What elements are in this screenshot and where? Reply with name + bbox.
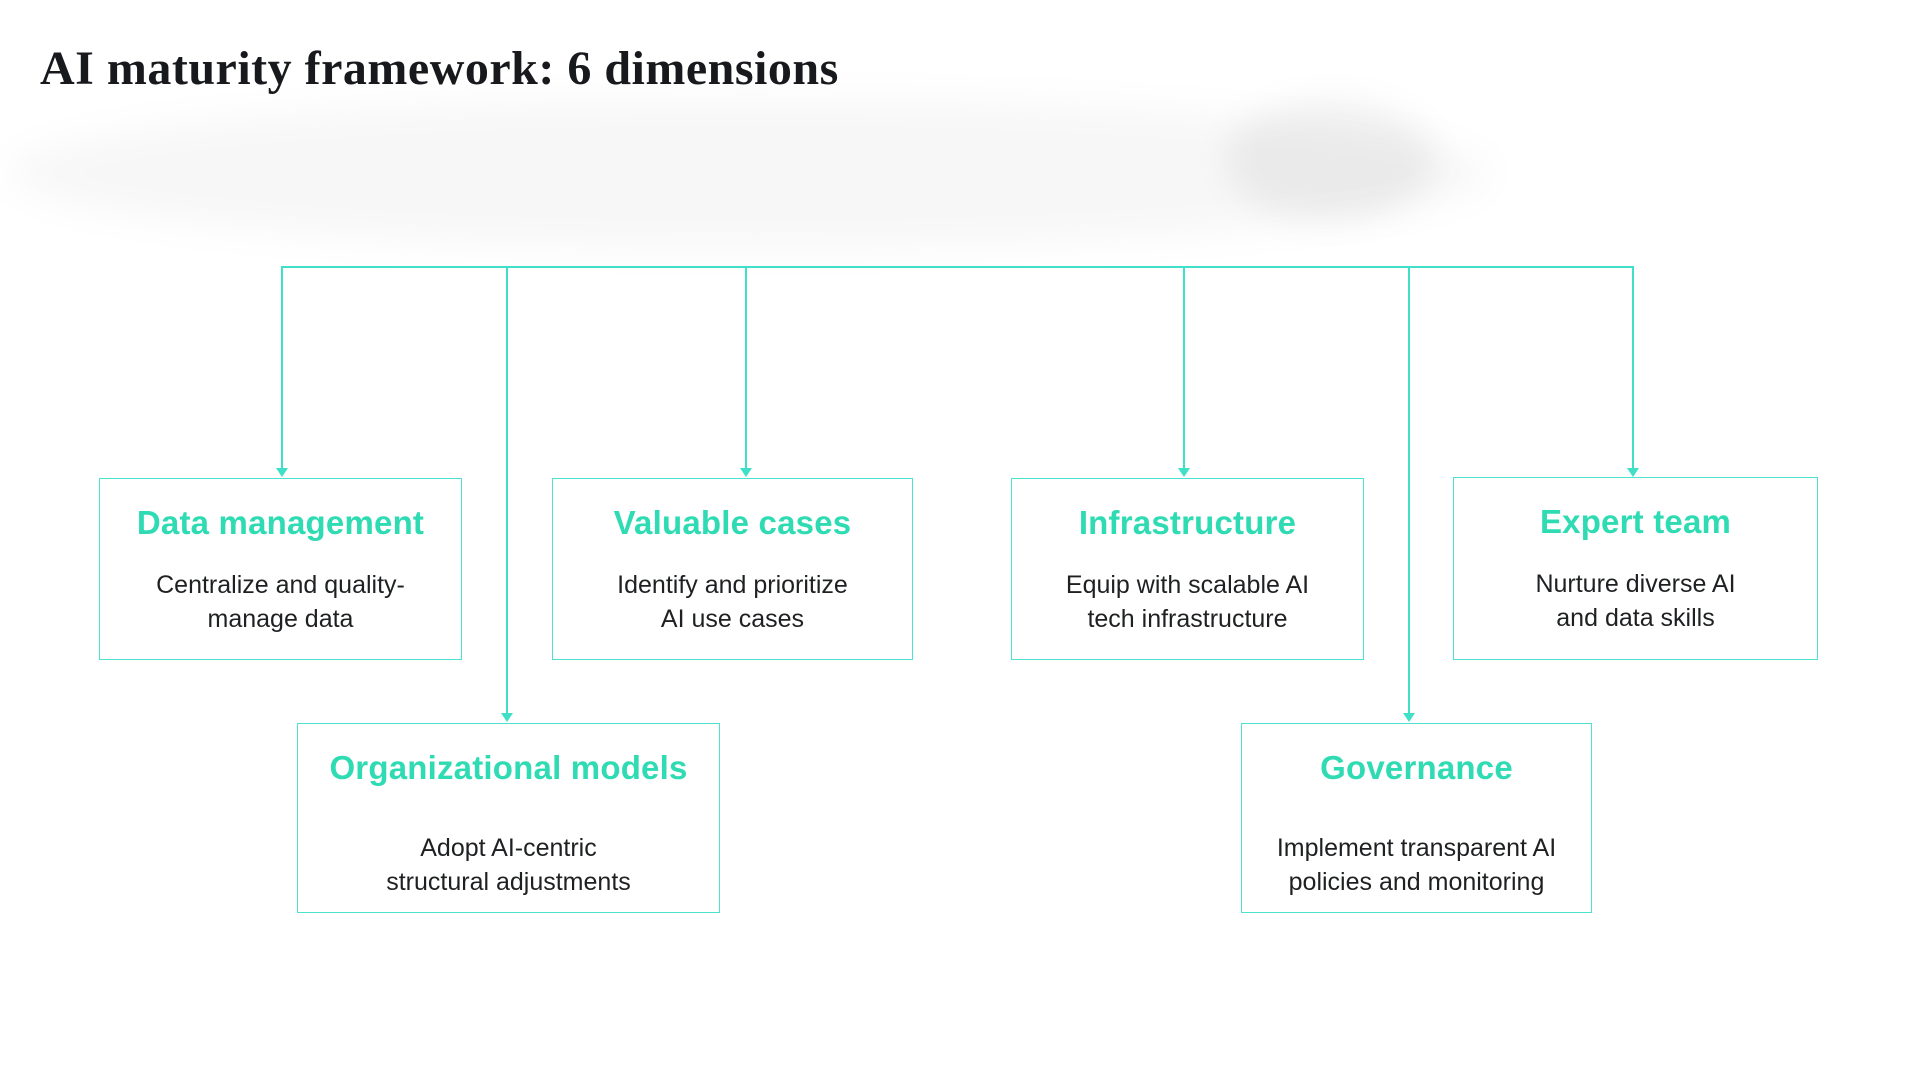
arrow-down-icon <box>276 468 288 477</box>
connector-drop-organizational-models <box>506 266 508 713</box>
connector-drop-expert-team <box>1632 266 1634 468</box>
arrow-down-icon <box>1403 713 1415 722</box>
node-description-line: Equip with scalable AI <box>1065 571 1310 599</box>
node-description: Implement transparent AI policies and mo… <box>1277 831 1556 899</box>
node-heading: Infrastructure <box>1078 504 1297 541</box>
node-description-line: Identify and prioritize <box>617 571 848 599</box>
node-description-line: Nurture diverse AI <box>1535 570 1736 598</box>
node-heading: Expert team <box>1539 503 1732 540</box>
node-description-line: Implement transparent AI <box>1276 834 1557 862</box>
node-description: Identify and prioritize AI use cases <box>617 568 848 636</box>
node-valuable-cases: Valuable cases Identify and prioritize A… <box>552 478 913 660</box>
node-description: Centralize and quality- manage data <box>156 568 405 636</box>
node-description-line: AI use cases <box>660 605 805 633</box>
node-description: Adopt AI-centric structural adjustments <box>386 831 631 899</box>
node-data-management: Data management Centralize and quality- … <box>99 478 462 660</box>
slide-title: AI maturity framework: 6 dimensions <box>40 42 839 95</box>
connector-trunk <box>281 266 1634 268</box>
arrow-down-icon <box>1178 468 1190 477</box>
node-description-line: policies and monitoring <box>1288 868 1545 896</box>
connector-drop-data-management <box>281 266 283 468</box>
node-heading: Organizational models <box>329 749 688 786</box>
node-heading: Governance <box>1320 749 1513 786</box>
node-organizational-models: Organizational models Adopt AI-centric s… <box>297 723 720 913</box>
node-infrastructure: Infrastructure Equip with scalable AI te… <box>1011 478 1364 660</box>
node-description: Equip with scalable AI tech infrastructu… <box>1066 568 1309 636</box>
node-governance: Governance Implement transparent AI poli… <box>1241 723 1592 913</box>
arrow-down-icon <box>740 468 752 477</box>
node-description-line: manage data <box>207 605 354 633</box>
arrow-down-icon <box>501 713 513 722</box>
node-description: Nurture diverse AI and data skills <box>1535 567 1735 635</box>
node-description-line: tech infrastructure <box>1087 605 1288 633</box>
connector-drop-governance <box>1408 266 1410 713</box>
node-heading: Data management <box>136 504 425 541</box>
node-description-line: and data skills <box>1556 604 1715 632</box>
arrow-down-icon <box>1627 468 1639 477</box>
node-description-line: Centralize and quality- <box>156 571 405 599</box>
background-smudge <box>1225 100 1435 220</box>
node-heading: Valuable cases <box>613 504 852 541</box>
node-description-line: Adopt AI-centric <box>420 834 597 862</box>
connector-drop-valuable-cases <box>745 266 747 468</box>
node-description-line: structural adjustments <box>386 868 631 896</box>
connector-drop-infrastructure <box>1183 266 1185 468</box>
node-expert-team: Expert team Nurture diverse AI and data … <box>1453 477 1818 660</box>
